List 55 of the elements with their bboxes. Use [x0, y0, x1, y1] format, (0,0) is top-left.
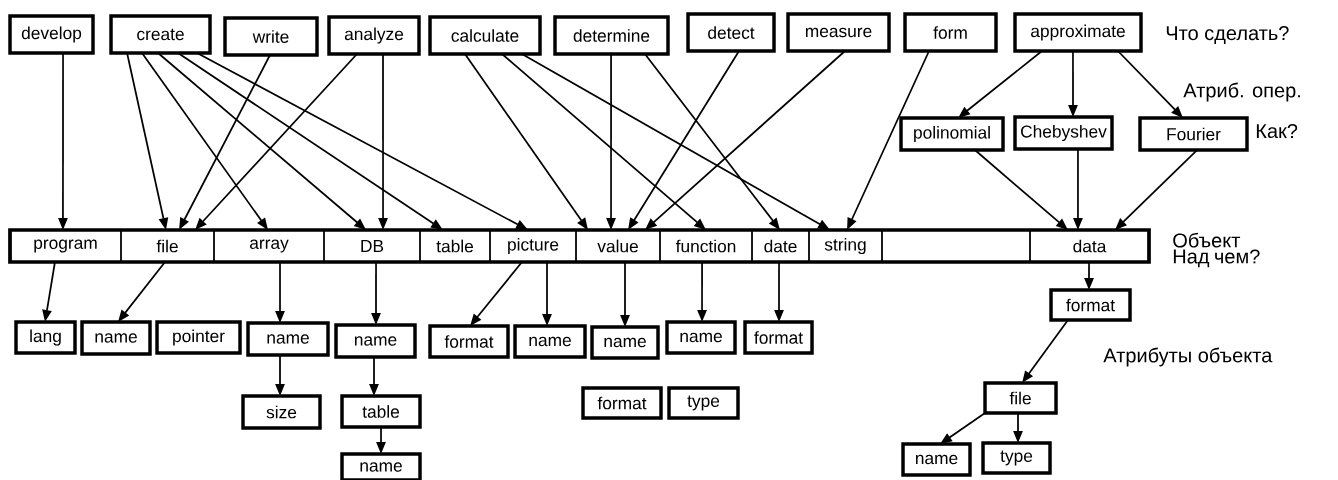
term-box: table [340, 394, 422, 429]
term-box: Fourier [1138, 116, 1249, 152]
arrow [501, 53, 706, 230]
term-box: format [581, 386, 663, 420]
term-box: format [428, 324, 510, 359]
arrow [195, 53, 358, 230]
term-box: name [246, 321, 330, 357]
object-cell: DB [323, 229, 421, 263]
object-bar [8, 228, 1151, 264]
term-box: file [983, 381, 1058, 415]
term-box: format [743, 320, 814, 355]
object-cell: table [419, 229, 491, 263]
annotation-text: Что сделать? [1166, 26, 1289, 44]
term-box: calculate [428, 15, 542, 56]
term-box: pointer [155, 320, 242, 355]
term-box: Chebyshev [1013, 115, 1114, 151]
term-box: measure [786, 12, 891, 53]
term-box: format [1049, 288, 1132, 322]
term-box: approximate [1013, 12, 1143, 53]
term-box: form [903, 12, 998, 53]
term-box: name [340, 452, 422, 480]
term-box: detect [686, 12, 776, 53]
term-box: name [665, 320, 737, 355]
empty-cell [881, 229, 1031, 263]
term-box: name [901, 442, 972, 477]
term-box: develop [8, 14, 95, 55]
annotation-text: Объект Над чем? [1173, 232, 1260, 268]
object-cell: string [808, 229, 883, 263]
arrow [1115, 149, 1198, 230]
term-box: name [590, 325, 660, 360]
term-box: name [80, 320, 152, 356]
term-box: size [241, 394, 322, 430]
term-box: polinomial [899, 116, 1005, 152]
term-box: name [513, 324, 587, 359]
object-cell: value [575, 229, 661, 263]
annotation-text: Атрибуты объекта [1103, 347, 1273, 367]
term-box: type [981, 441, 1052, 475]
arrow [157, 52, 366, 230]
object-cell: picture [489, 229, 577, 263]
term-box: type [667, 386, 740, 420]
term-box: analyze [327, 15, 421, 56]
object-cell: array [213, 229, 325, 263]
term-box: lang [14, 320, 77, 355]
object-cell: program [9, 229, 122, 263]
object-cell: function [659, 229, 753, 263]
object-cell: date [751, 229, 810, 263]
arrow [1117, 50, 1183, 118]
arrow [645, 50, 846, 230]
term-box: create [109, 14, 212, 55]
term-box: write [223, 16, 319, 57]
term-box: name [334, 323, 417, 359]
object-cell: file [120, 229, 215, 263]
annotation-text: Атриб. опер. [1183, 82, 1300, 102]
term-box: determine [553, 15, 670, 56]
object-cell: data [1029, 229, 1150, 263]
